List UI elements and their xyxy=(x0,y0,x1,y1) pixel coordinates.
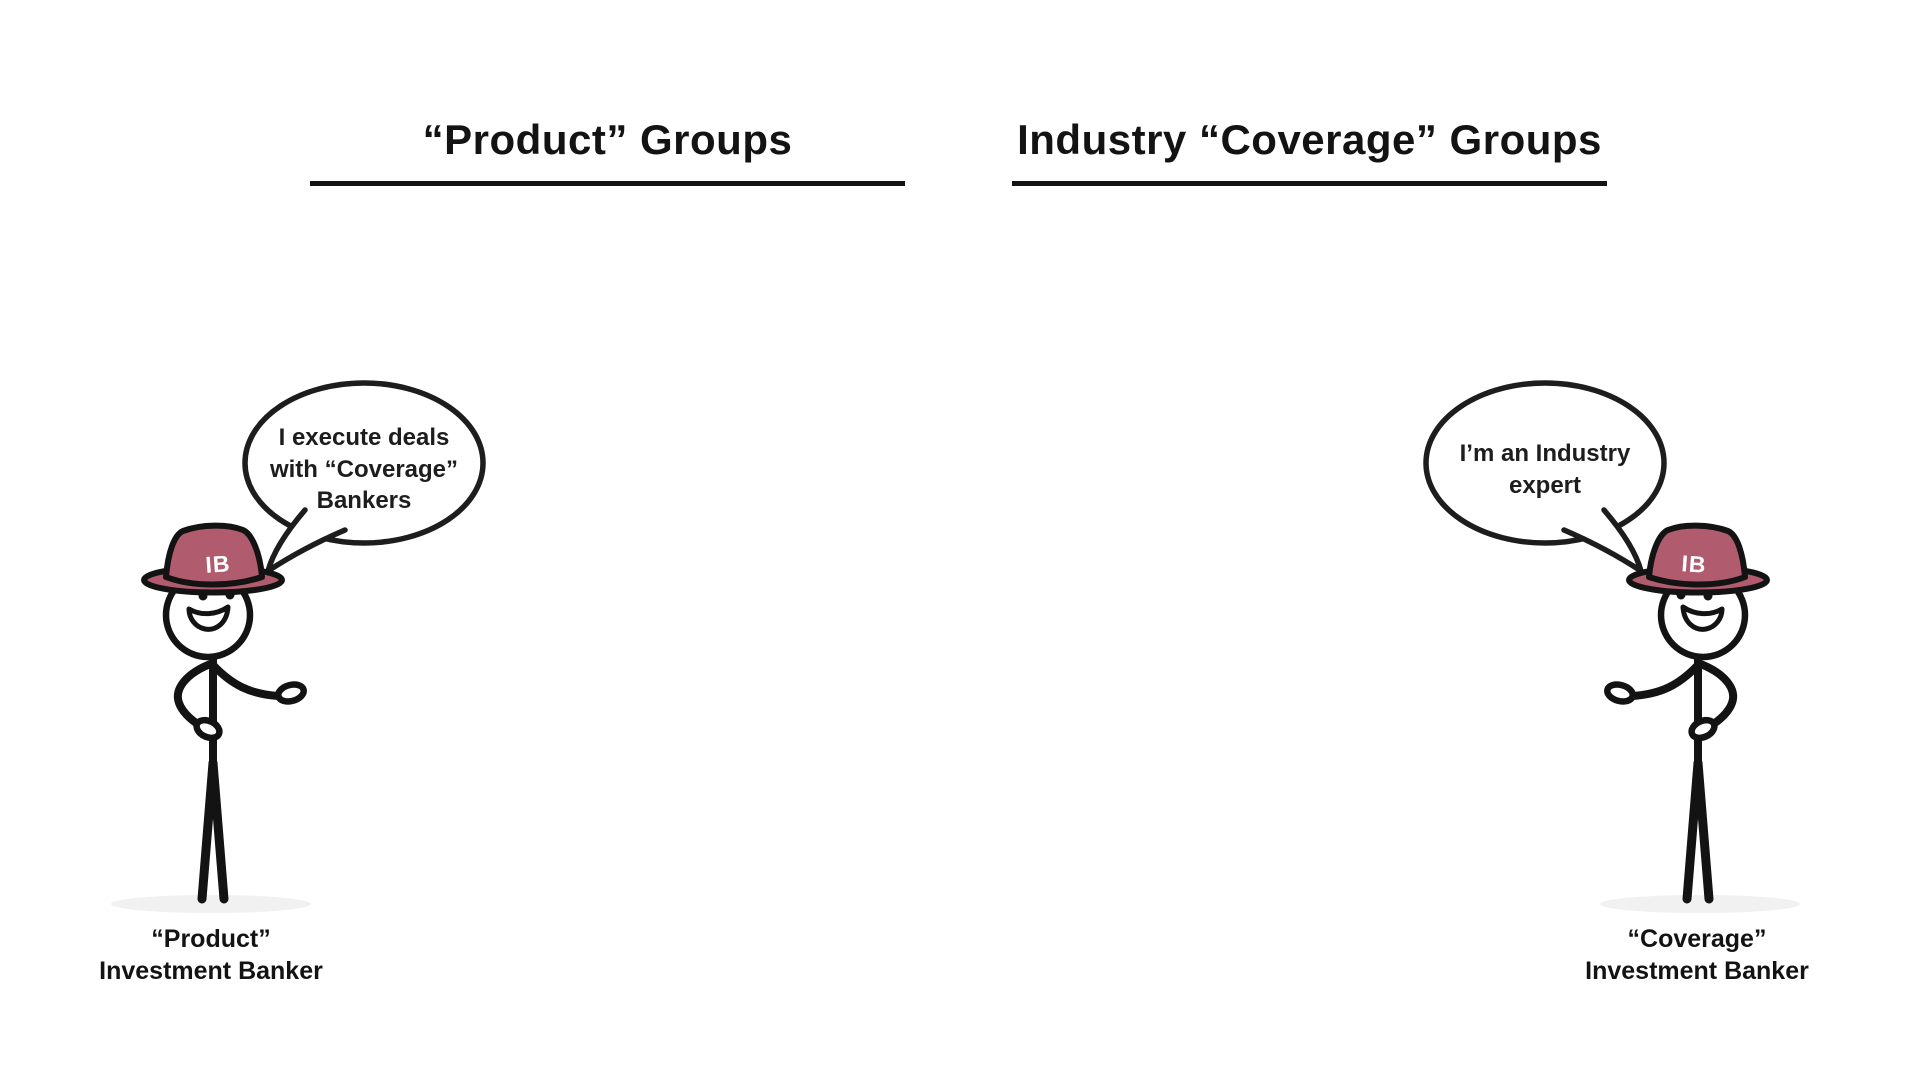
label-line: “Product” xyxy=(151,925,271,953)
product-banker-speech-bubble: I execute deals with “Coverage” Bankers xyxy=(235,370,500,585)
speech-bubble-shape xyxy=(1423,380,1667,574)
product-banker-label: “Product” Investment Banker xyxy=(61,923,361,987)
product-banker-figure: IB xyxy=(80,515,320,915)
hat-crown xyxy=(163,522,265,588)
hat-ib-badge: IB xyxy=(1680,550,1708,578)
coverage-banker-speech-bubble: I’m an Industry expert xyxy=(1409,370,1674,585)
hat-crown xyxy=(1646,522,1748,588)
stick-figure-illustration xyxy=(111,522,311,913)
heading-industry-coverage-groups: Industry “Coverage” Groups xyxy=(1012,116,1607,186)
label-line: Investment Banker xyxy=(1585,957,1809,985)
product-banker-quote: I execute deals with “Coverage” Bankers xyxy=(269,424,459,515)
smile-mouth xyxy=(186,604,231,632)
hat-ib-badge: IB xyxy=(204,550,232,578)
ground-shadow xyxy=(111,895,311,913)
heading-product-groups: “Product” Groups xyxy=(310,116,905,186)
coverage-banker-figure: IB xyxy=(1591,515,1831,915)
coverage-banker-label: “Coverage” Investment Banker xyxy=(1547,923,1847,987)
stick-figure-illustration xyxy=(1600,522,1800,913)
smile-mouth xyxy=(1680,604,1725,632)
coverage-banker-quote: I’m an Industry expert xyxy=(1459,440,1631,499)
ground-shadow xyxy=(1600,895,1800,913)
label-line: Investment Banker xyxy=(99,957,323,985)
label-line: “Coverage” xyxy=(1627,925,1767,953)
